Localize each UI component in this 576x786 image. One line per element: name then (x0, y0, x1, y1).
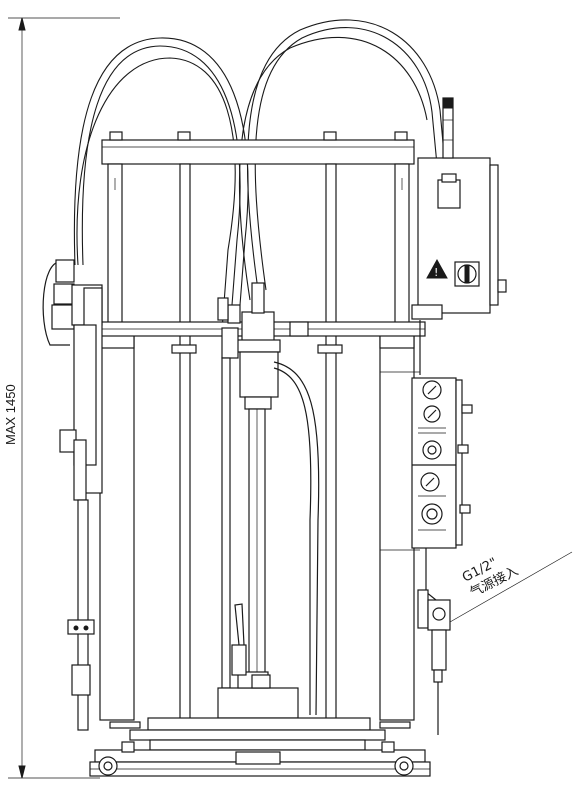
pressure-gauge-icon (420, 380, 442, 492)
pressure-regulator-knob-icon (421, 440, 443, 525)
base (89, 717, 431, 777)
pneumatic-panel (380, 371, 473, 551)
air-inlet-annotation: G1/2" 气源接入 (460, 555, 521, 600)
air-cylinders (99, 329, 415, 721)
svg-text:!: ! (434, 266, 438, 279)
signal-light-icon (442, 97, 454, 159)
warning-icon: ! (426, 258, 448, 279)
pump-assembly (217, 282, 320, 716)
hoses (73, 19, 446, 331)
control-box: ! (411, 97, 507, 320)
top-crossbar (101, 131, 415, 165)
air-inlet-assembly (417, 320, 573, 735)
height-dimension: MAX 1450 (3, 17, 120, 779)
rotary-switch-icon (454, 261, 480, 287)
height-dimension-label: MAX 1450 (3, 384, 18, 445)
left-valve-assembly (42, 259, 103, 731)
follower-plate (217, 603, 299, 719)
